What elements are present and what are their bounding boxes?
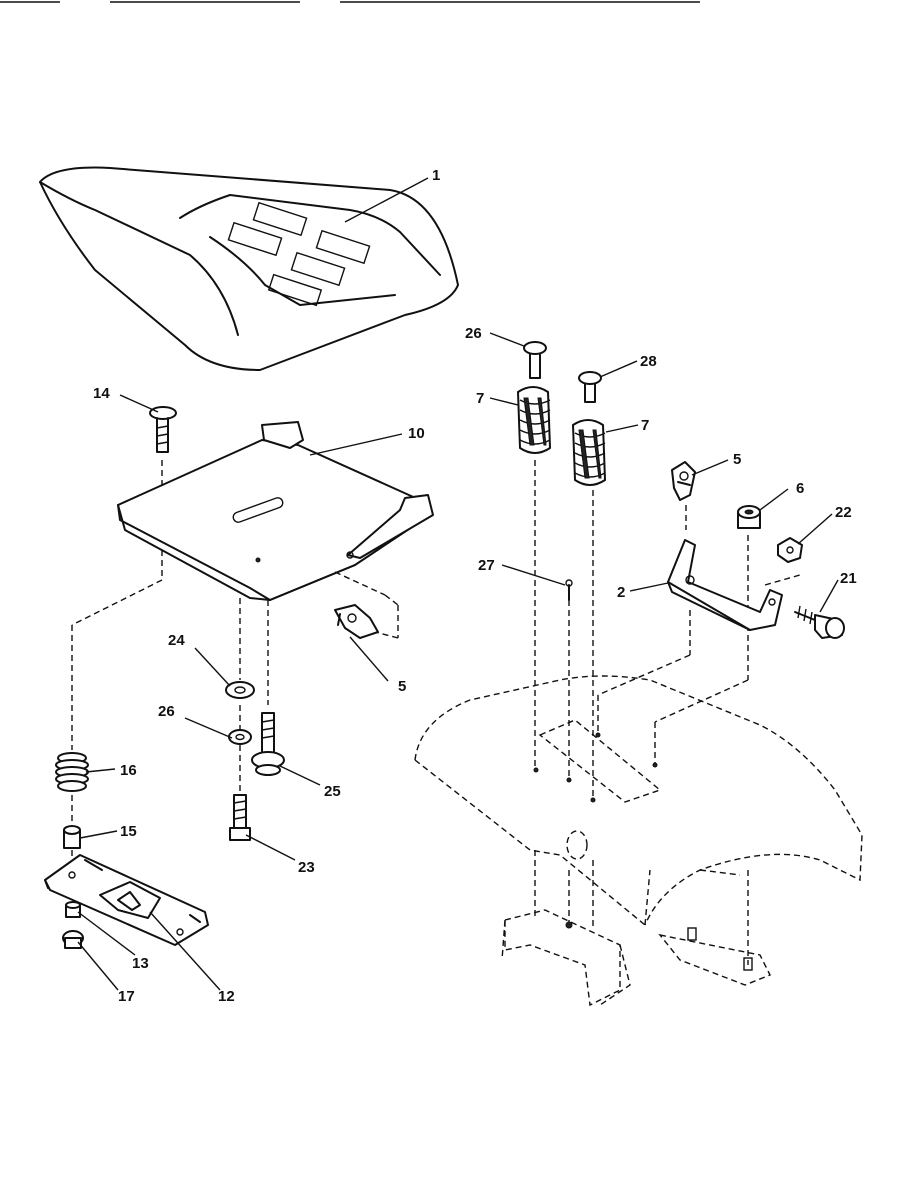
clip-part-right: [671, 461, 696, 501]
callout-17: 17: [118, 988, 135, 1005]
callout-16: 16: [120, 762, 137, 779]
callout-28: 28: [640, 353, 657, 370]
callout-7-left: 7: [476, 390, 484, 407]
carriage-bolt-part: [149, 406, 177, 490]
shoulder-bolt-part: [251, 712, 285, 776]
screw-part: [229, 794, 251, 841]
callout-7-right: 7: [641, 417, 649, 434]
pin-part: [565, 579, 573, 601]
callout-6: 6: [796, 480, 804, 497]
nut-part: [65, 901, 81, 918]
coil-spring-left: [517, 386, 551, 454]
callout-21: 21: [840, 570, 857, 587]
callout-27: 27: [478, 557, 495, 574]
spring-bolt-right: [578, 371, 602, 403]
fender-outline: [414, 675, 863, 1007]
spring-bolt-left: [523, 341, 547, 379]
hex-nut-part: [62, 930, 84, 949]
seat-part: [39, 166, 459, 371]
callout-1: 1: [432, 167, 440, 184]
leader-lines: [77, 177, 839, 991]
assembly-lines-left: [71, 550, 399, 830]
mounting-bracket-part: [667, 539, 783, 631]
bushing-part: [63, 825, 81, 870]
callout-12: 12: [218, 988, 235, 1005]
lock-washer-part: [228, 729, 252, 745]
callout-15: 15: [120, 823, 137, 840]
flange-bushing-part: [737, 505, 761, 529]
clip-part-left: [334, 604, 379, 639]
callout-2: 2: [617, 584, 625, 601]
callout-26-left: 26: [158, 703, 175, 720]
callout-13: 13: [132, 955, 149, 972]
adjustment-knob-part: [794, 605, 845, 639]
callout-24: 24: [168, 632, 185, 649]
callout-25: 25: [324, 783, 341, 800]
washer-part: [225, 681, 255, 699]
callout-5-left: 5: [398, 678, 406, 695]
callout-22: 22: [835, 504, 852, 521]
flange-nut-part: [777, 537, 803, 563]
callout-23: 23: [298, 859, 315, 876]
coil-spring-right: [572, 419, 606, 486]
spring-part: [55, 752, 89, 792]
callout-10: 10: [408, 425, 425, 442]
callout-26-top: 26: [465, 325, 482, 342]
callout-5-right: 5: [733, 451, 741, 468]
slide-plate-part: [44, 854, 209, 946]
callout-14: 14: [93, 385, 110, 402]
callout-labels: 1 14 10 5 24 26 25 23 16 15 13 12 17 26 …: [93, 167, 857, 1005]
seat-pan-part: [117, 421, 434, 601]
